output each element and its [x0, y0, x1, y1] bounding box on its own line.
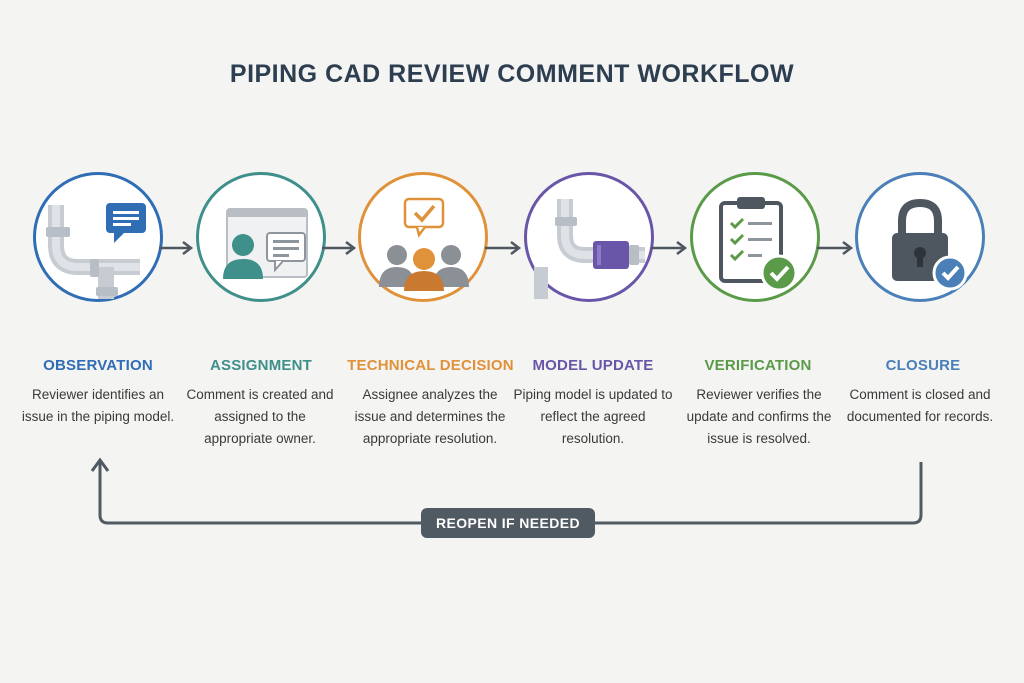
step-observation-circle: [33, 172, 163, 302]
step-title-technical-decision: TECHNICAL DECISION: [347, 357, 514, 374]
step-desc-closure: Comment is closed and documented for rec…: [846, 387, 994, 424]
person-comment-icon: [223, 208, 308, 279]
step-title-observation: OBSERVATION: [43, 357, 153, 374]
reopen-label: REOPEN IF NEEDED: [421, 508, 595, 538]
diagram-title: PIPING CAD REVIEW COMMENT WORKFLOW: [229, 60, 795, 88]
step-closure-circle: [855, 172, 985, 302]
step-assignment-circle: [196, 172, 326, 302]
step-title-assignment: ASSIGNMENT: [209, 357, 312, 374]
pipe-update-icon: [534, 199, 645, 299]
arrow-update-to-verification: [651, 241, 688, 255]
lock-check-icon: [892, 198, 968, 291]
arrow-assignment-to-decision: [322, 241, 357, 255]
step-desc-observation: Reviewer identifies an issue in the pipi…: [21, 387, 175, 424]
step-technical-decision-circle: [358, 172, 488, 302]
arrow-decision-to-update: [485, 241, 522, 255]
step-verification-circle: [690, 172, 820, 302]
team-decision-icon: [379, 197, 469, 291]
arrow-observation-to-assignment: [159, 241, 194, 255]
step-desc-model-update: Piping model is updated to reflect the a…: [513, 387, 673, 446]
step-desc-assignment: Comment is created and assigned to the a…: [186, 387, 334, 446]
checklist-icon: [719, 197, 798, 292]
arrow-verification-to-closure: [817, 241, 854, 255]
step-title-verification: VERIFICATION: [704, 357, 812, 374]
step-desc-verification: Reviewer verifies the update and confirm…: [686, 387, 832, 446]
step-title-closure: CLOSURE: [885, 357, 961, 374]
step-title-model-update: MODEL UPDATE: [532, 357, 654, 374]
step-model-update-circle: [524, 172, 654, 302]
step-desc-technical-decision: Assignee analyzes the issue and determin…: [354, 387, 506, 446]
pipe-comment-icon: [46, 203, 146, 299]
